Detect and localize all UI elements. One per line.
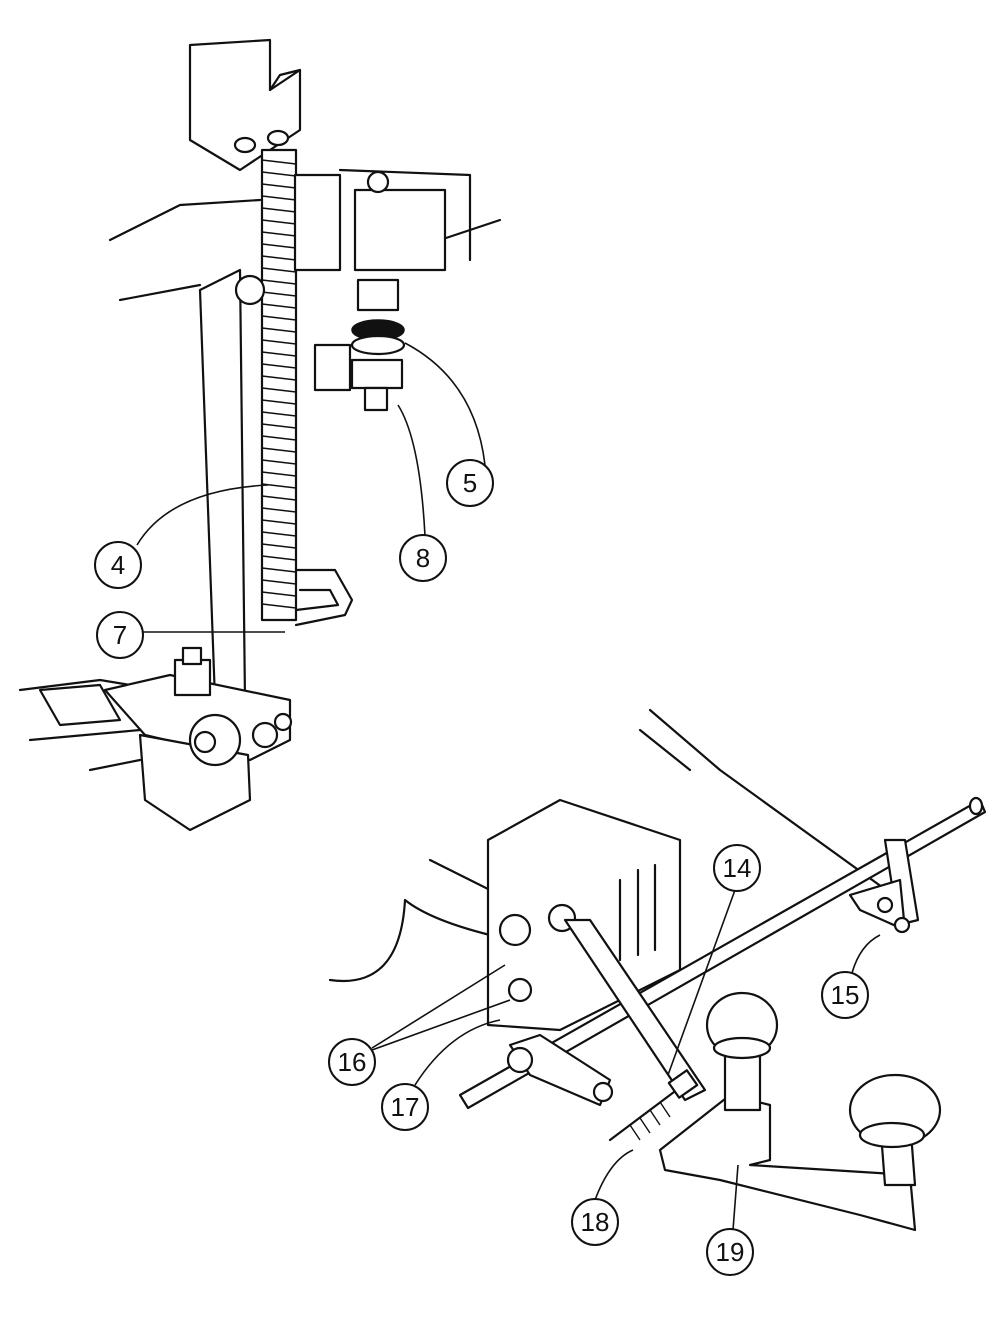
- callout-14: 14: [713, 844, 761, 892]
- callout-5: 5: [446, 459, 494, 507]
- callout-label: 15: [831, 980, 860, 1010]
- callout-19: 19: [706, 1228, 754, 1276]
- callout-label: 4: [111, 550, 125, 580]
- callout-17: 17: [381, 1083, 429, 1131]
- callout-label: 18: [581, 1207, 610, 1237]
- callout-label: 5: [463, 468, 477, 498]
- callout-16: 16: [328, 1038, 376, 1086]
- callout-8: 8: [399, 534, 447, 582]
- leader-lines: [136, 342, 881, 1231]
- callout-label: 19: [716, 1237, 745, 1267]
- callout-4: 4: [94, 541, 142, 589]
- callout-label: 8: [416, 543, 430, 573]
- callout-label: 16: [338, 1047, 367, 1077]
- upper-assembly: [18, 38, 502, 832]
- callout-18: 18: [571, 1198, 619, 1246]
- callout-7: 7: [96, 611, 144, 659]
- callout-label: 7: [113, 620, 127, 650]
- callout-label: 14: [723, 853, 752, 883]
- callout-15: 15: [821, 971, 869, 1019]
- callout-label: 17: [391, 1092, 420, 1122]
- lower-assembly: [328, 708, 987, 1232]
